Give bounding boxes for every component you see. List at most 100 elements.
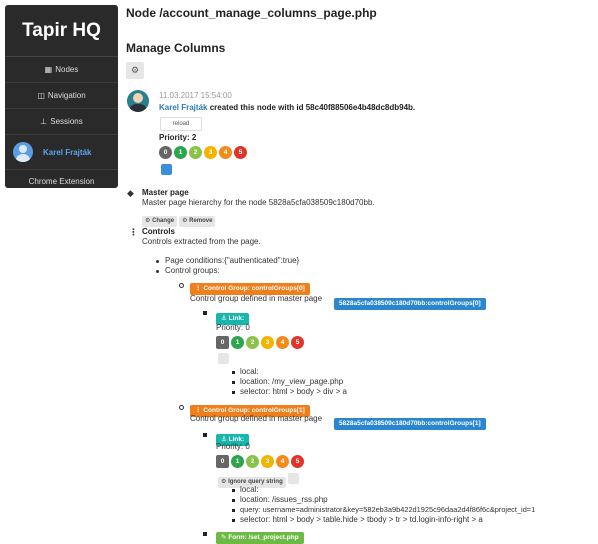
control-group-0-ref[interactable]: 5828a5cfa038509c180d70bb:controlGroups[0… bbox=[334, 292, 486, 310]
gear-icon: ⚙ bbox=[221, 479, 227, 485]
control-group-0-defined: Control group defined in master page bbox=[190, 294, 323, 303]
sidebar-item-label: Nodes bbox=[55, 65, 79, 74]
priority-4-button[interactable]: 4 bbox=[276, 455, 289, 469]
bullet bbox=[232, 381, 235, 384]
ignore-query-string-button[interactable]: ⚙ Ignore query string bbox=[218, 477, 286, 488]
bullet bbox=[232, 391, 235, 394]
priority-2-button[interactable]: 2 bbox=[189, 146, 202, 160]
control-groups-label: Control groups: bbox=[165, 266, 220, 275]
controls-title: Controls bbox=[142, 227, 175, 236]
link-0-label[interactable]: ⚓ Link: bbox=[216, 307, 250, 325]
control-group-1-ref[interactable]: 5828a5cfa038509c180d70bb:controlGroups[1… bbox=[334, 412, 486, 430]
page-title: Node /account_manage_columns_page.php bbox=[126, 6, 377, 20]
created-text: created this node with id 58c40f88506e4b… bbox=[209, 103, 416, 112]
priority-3-button[interactable]: 3 bbox=[261, 336, 274, 350]
link-1-selector: selector: html > body > table.hide > tbo… bbox=[240, 515, 483, 524]
avatar bbox=[127, 90, 149, 112]
priority-0-button[interactable]: 0 bbox=[216, 336, 229, 350]
form-label[interactable]: ✎ Form: /set_project.php bbox=[216, 526, 304, 544]
priority-2-button[interactable]: 2 bbox=[246, 336, 259, 350]
sidebar-item-navigation[interactable]: ◫Navigation bbox=[5, 83, 118, 109]
brand-title[interactable]: Tapir HQ bbox=[5, 5, 118, 57]
priority-0-button[interactable]: 0 bbox=[159, 146, 172, 160]
priority-1-button[interactable]: 1 bbox=[231, 336, 244, 350]
bullet bbox=[232, 371, 235, 374]
link-0-selector: selector: html > body > div > a bbox=[240, 387, 347, 396]
gear-icon: ⚙ bbox=[130, 65, 140, 75]
link-1-location: location: /issues_rss.php bbox=[240, 495, 328, 504]
change-button[interactable]: ⚙ Change bbox=[142, 216, 178, 227]
note-icon bbox=[218, 353, 229, 365]
anchor-icon: ⚓ bbox=[221, 315, 227, 322]
vertical-dots-icon: ⋮ bbox=[195, 407, 202, 414]
bullet bbox=[232, 509, 235, 512]
control-group-1-defined: Control group defined in master page bbox=[190, 414, 323, 423]
control-group-0-label[interactable]: ⋮ Control Group: controlGroups[0] bbox=[190, 277, 310, 295]
link-1-actions: ⚙ Ignore query string bbox=[218, 470, 299, 488]
priority-4-button[interactable]: 4 bbox=[219, 146, 232, 160]
controls-desc: Controls extracted from the page. bbox=[142, 237, 261, 246]
bullet bbox=[232, 489, 235, 492]
vertical-dots-icon: ⋮ bbox=[129, 227, 138, 237]
bullet bbox=[179, 283, 184, 288]
bullet bbox=[179, 405, 184, 410]
link-1-label[interactable]: ⚓ Link: bbox=[216, 428, 250, 446]
created-info: Karel Frajták created this node with id … bbox=[159, 103, 415, 112]
sidebar-user-name: Karel Frajták bbox=[43, 147, 92, 157]
link-0-priority: Priority: 0 bbox=[216, 323, 250, 332]
master-page-desc: Master page hierarchy for the node 5828a… bbox=[142, 198, 375, 207]
sidebar-item-label: Sessions bbox=[50, 117, 83, 126]
sidebar-item-chrome-extension[interactable]: Chrome Extension bbox=[28, 177, 95, 186]
priority-3-button[interactable]: 3 bbox=[261, 455, 274, 469]
link-1-local: local: bbox=[240, 485, 259, 494]
sidebar: Tapir HQ ▦Nodes ◫Navigation ⊥Sessions Ka… bbox=[5, 5, 118, 188]
map-icon: ◫ bbox=[37, 91, 45, 100]
sidebar-item-nodes[interactable]: ▦Nodes bbox=[5, 57, 118, 83]
priority-0-button[interactable]: 0 bbox=[216, 455, 229, 469]
grid-icon: ▦ bbox=[44, 65, 53, 74]
note-icon[interactable] bbox=[287, 473, 299, 485]
sitemap-icon: ⊥ bbox=[40, 117, 48, 126]
sidebar-item-label: Navigation bbox=[47, 91, 86, 100]
link-1-query: query: username=administrator&key=582eb3… bbox=[240, 505, 536, 514]
priority-2-button[interactable]: 2 bbox=[246, 455, 259, 469]
note-button[interactable] bbox=[161, 161, 172, 179]
bullet bbox=[203, 433, 207, 437]
vertical-dots-icon: ⋮ bbox=[195, 285, 202, 292]
avatar bbox=[13, 142, 33, 162]
control-group-1-label[interactable]: ⋮ Control Group: controlGroups[1] bbox=[190, 399, 310, 417]
user-link[interactable]: Karel Frajták bbox=[159, 103, 208, 112]
priority-4-button[interactable]: 4 bbox=[276, 336, 289, 350]
timestamp: 11.03.2017 15:54:00 bbox=[159, 91, 232, 100]
priority-5-button[interactable]: 5 bbox=[291, 336, 304, 350]
priority-5-button[interactable]: 5 bbox=[234, 146, 247, 160]
settings-button[interactable]: ⚙ bbox=[126, 62, 144, 79]
priority-label: Priority: 2 bbox=[159, 133, 197, 142]
note-button[interactable] bbox=[218, 350, 229, 368]
note-icon bbox=[161, 164, 172, 176]
sidebar-user[interactable]: Karel Frajták bbox=[5, 135, 118, 170]
bullet bbox=[156, 260, 159, 263]
priority-3-button[interactable]: 3 bbox=[204, 146, 217, 160]
priority-5-button[interactable]: 5 bbox=[291, 455, 304, 469]
remove-button[interactable]: ⚙ Remove bbox=[179, 216, 216, 227]
bullet bbox=[232, 499, 235, 502]
link-1-priority: Priority: 0 bbox=[216, 442, 250, 451]
priority-1-button[interactable]: 1 bbox=[231, 455, 244, 469]
priority-1-button[interactable]: 1 bbox=[174, 146, 187, 160]
link-0-local: local: bbox=[240, 367, 259, 376]
pencil-icon: ✎ bbox=[221, 534, 227, 541]
sidebar-item-sessions[interactable]: ⊥Sessions bbox=[5, 109, 118, 135]
bullet bbox=[156, 270, 159, 273]
master-page-title: Master page bbox=[142, 188, 189, 197]
master-page-actions: ⚙ Change⚙ Remove bbox=[142, 209, 217, 227]
bullet bbox=[203, 311, 207, 315]
page-subtitle: Manage Columns bbox=[126, 41, 226, 55]
anchor-icon: ⚓ bbox=[221, 436, 227, 443]
bullet bbox=[232, 519, 235, 522]
gear-icon: ⚙ bbox=[182, 218, 188, 224]
reload-button[interactable]: reload bbox=[160, 117, 202, 131]
